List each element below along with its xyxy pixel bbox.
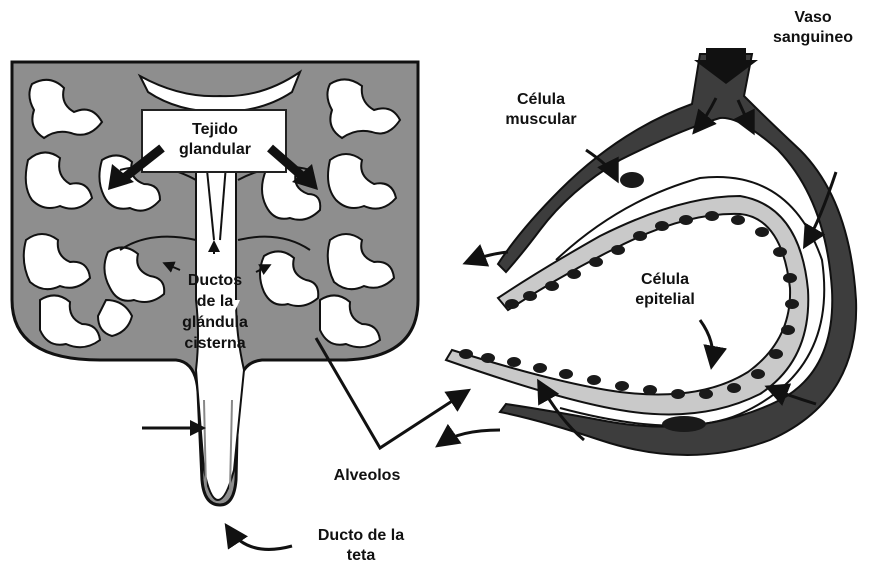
tejido-glandular-label: Tejido glandular [150,120,280,160]
ductos-line-4: cisterna [160,333,270,354]
nucleus [481,353,495,363]
vaso-line-2: sanguineo [760,28,866,48]
nucleus [755,227,769,237]
nucleus [643,385,657,395]
nucleus [705,211,719,221]
nucleus [773,247,787,257]
tejido-line-2: glandular [150,140,280,160]
nucleus [589,257,603,267]
nucleus [587,375,601,385]
celula-epitelial-line-2: epitelial [620,290,710,310]
nucleus [523,291,537,301]
nucleus [545,281,559,291]
ductos-label: Ductos de la glándula cisterna [160,270,270,354]
tejido-line-1: Tejido [150,120,280,140]
celula-muscular-line-2: muscular [486,110,596,130]
nucleus [611,245,625,255]
nucleus [507,357,521,367]
celula-epitelial-line-1: Célula [620,270,710,290]
ducto-teta-label: Ducto de la teta [296,526,426,566]
nucleus [727,383,741,393]
ducto-teta-line-2: teta [296,546,426,566]
nucleus [633,231,647,241]
alveolos-label: Alveolos [312,466,422,486]
nucleus [567,269,581,279]
nucleus [769,349,783,359]
teat-arrow [142,420,206,436]
nucleus [615,381,629,391]
nucleus [533,363,547,373]
nucleus [699,389,713,399]
nucleus [785,299,799,309]
vaso-label: Vaso sanguineo [760,8,866,48]
ductos-line-3: glándula [160,312,270,333]
nucleus [679,215,693,225]
nucleus [783,273,797,283]
ductos-line-1: Ductos [160,270,270,291]
nucleus [655,221,669,231]
nucleus [505,299,519,309]
nucleus [671,389,685,399]
nucleus [559,369,573,379]
vaso-line-1: Vaso [760,8,866,28]
celula-muscular-label: Célula muscular [486,90,596,130]
ducto-teta-arrow [228,528,292,549]
nucleus [731,215,745,225]
nucleus [781,325,795,335]
nucleus [459,349,473,359]
nucleus [751,369,765,379]
celula-muscular-line-1: Célula [486,90,596,110]
ductos-line-2: de la [160,291,270,312]
ducto-teta-line-1: Ducto de la [296,526,426,546]
celula-epitelial-label: Célula epitelial [620,270,710,310]
